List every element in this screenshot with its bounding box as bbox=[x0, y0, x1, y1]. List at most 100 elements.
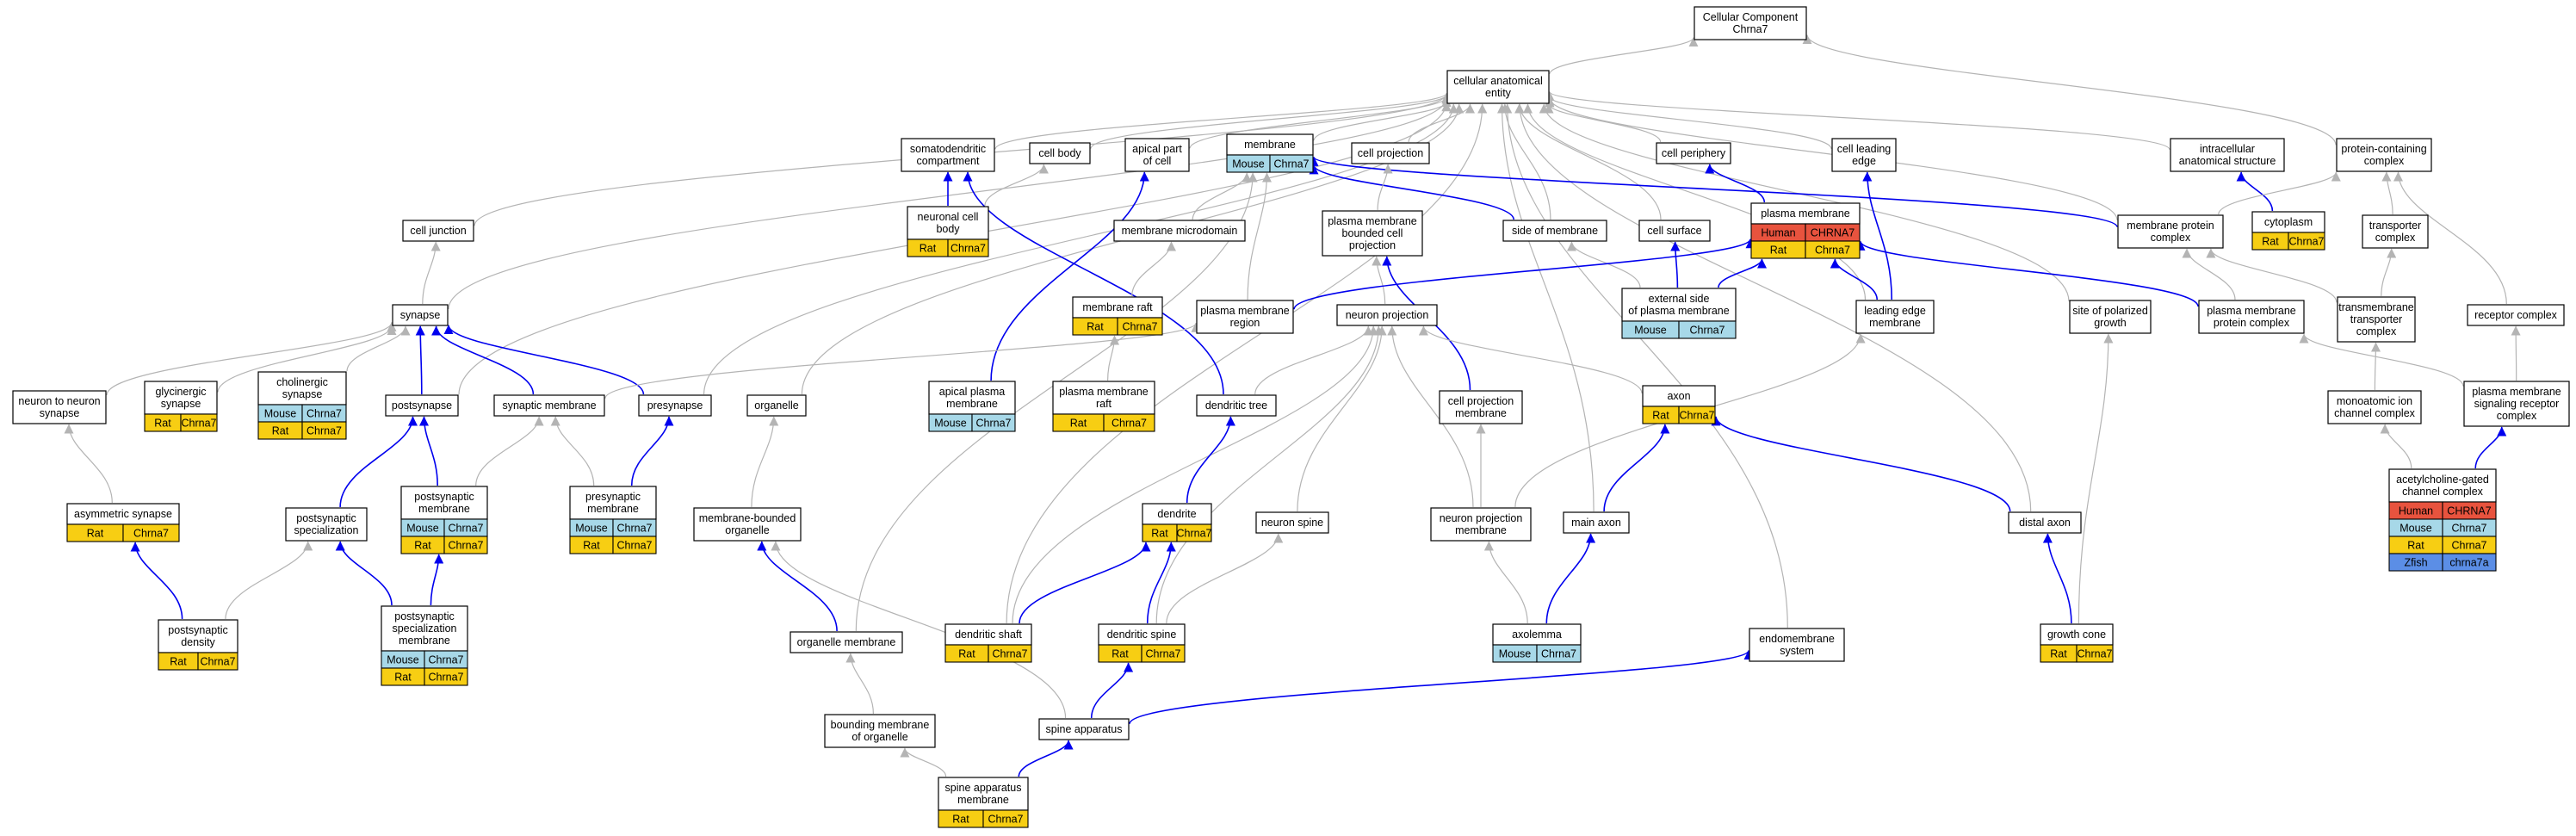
is-a-edge bbox=[217, 325, 397, 393]
node-label: apical plasma bbox=[939, 386, 1005, 398]
go-term-node-receptorcomplex[interactable]: receptor complex bbox=[2467, 304, 2565, 326]
go-term-node-memmicro[interactable]: membrane microdomain bbox=[1113, 220, 1246, 242]
species-label: Rat bbox=[1770, 245, 1787, 257]
go-term-node-cellsurface[interactable]: cell surface bbox=[1638, 220, 1711, 242]
go-term-node-synapse[interactable]: synapse bbox=[392, 304, 449, 326]
node-box bbox=[257, 371, 347, 406]
gene-cell bbox=[2076, 644, 2114, 663]
part-of-edge bbox=[1830, 258, 1878, 300]
node-box bbox=[1502, 220, 1607, 242]
gene-symbol: CHRNA7 bbox=[2447, 505, 2491, 517]
species-label: Rat bbox=[2050, 648, 2067, 660]
is-a-edge bbox=[1483, 541, 1528, 624]
go-term-node-cellperiph[interactable]: cell periphery bbox=[1656, 142, 1731, 164]
node-label: postsynapse bbox=[392, 399, 452, 412]
gene-symbol: Chrna7 bbox=[449, 523, 484, 535]
go-term-node-presynapse[interactable]: presynapse bbox=[638, 394, 712, 417]
node-label: side of membrane bbox=[1512, 225, 1598, 237]
part-of-edge bbox=[1862, 171, 1892, 300]
node-label: cellular anatomical bbox=[1453, 75, 1543, 87]
node-label: postsynaptic bbox=[296, 512, 356, 524]
go-term-node-dendritictree[interactable]: dendritic tree bbox=[1196, 394, 1277, 417]
node-label: cell surface bbox=[1647, 225, 1701, 237]
part-of-edge bbox=[1309, 164, 1514, 220]
go-term-node-organelle[interactable]: organelle bbox=[746, 394, 807, 417]
go-term-node-cellproj[interactable]: cell projection bbox=[1351, 142, 1430, 164]
node-label: organelle membrane bbox=[797, 636, 896, 648]
node-label: specialization bbox=[392, 622, 456, 635]
go-term-node-distalaxon[interactable]: distal axon bbox=[2008, 511, 2082, 534]
is-a-edge bbox=[1155, 325, 1384, 624]
go-term-node-spineapp[interactable]: spine apparatus bbox=[1038, 718, 1130, 740]
go-term-node-postsynapse[interactable]: postsynapse bbox=[385, 394, 459, 417]
gene-cell bbox=[122, 523, 180, 542]
part-of-edge bbox=[419, 416, 438, 486]
species-label: Rat bbox=[2262, 236, 2279, 248]
go-term-node-neuronproj[interactable]: neuron projection bbox=[1336, 304, 1438, 326]
node-box bbox=[1750, 202, 1861, 225]
go-term-node-synmem[interactable]: synaptic membrane bbox=[493, 394, 605, 417]
go-term-node-neuronspine[interactable]: neuron spine bbox=[1255, 511, 1329, 534]
go-term-node-mainaxon[interactable]: main axon bbox=[1563, 511, 1630, 534]
go-term-node-celljunction[interactable]: cell junction bbox=[402, 220, 474, 242]
go-term-node-sideofmem[interactable]: side of membrane bbox=[1502, 220, 1607, 242]
go-term-node-cellbody[interactable]: cell body bbox=[1029, 142, 1091, 164]
species-label: Rat bbox=[170, 656, 187, 668]
part-of-edge bbox=[1603, 424, 1670, 512]
part-of-edge bbox=[1129, 649, 1754, 725]
node-box bbox=[790, 631, 903, 653]
is-a-edge bbox=[1514, 103, 2032, 512]
is-a-edge bbox=[1802, 34, 2337, 146]
go-term-node-organellemem[interactable]: organelle membrane bbox=[790, 631, 903, 653]
is-a-edge bbox=[1006, 103, 1488, 624]
node-box bbox=[638, 394, 712, 417]
